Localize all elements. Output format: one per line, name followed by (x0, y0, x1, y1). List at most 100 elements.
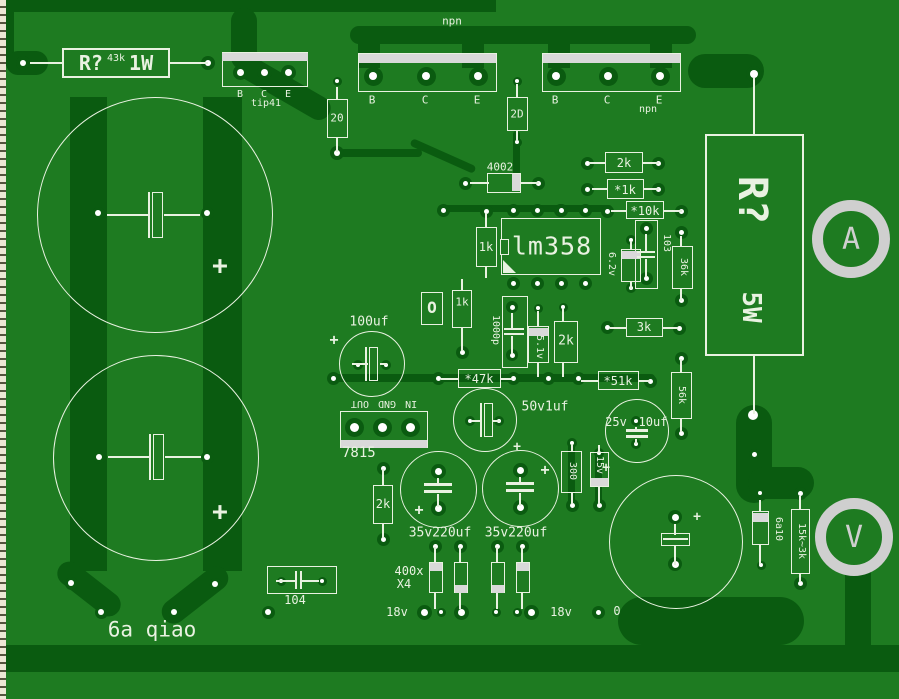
pad[interactable] (400, 417, 420, 437)
pad[interactable] (558, 302, 568, 312)
pad[interactable] (639, 271, 653, 285)
pad[interactable] (626, 235, 636, 245)
cap-big2-outline[interactable] (53, 355, 259, 561)
diode-d4-outline[interactable] (516, 562, 530, 593)
pad[interactable] (453, 539, 467, 553)
pad[interactable] (376, 461, 390, 475)
pad[interactable] (280, 64, 296, 80)
pad[interactable] (453, 604, 469, 620)
pad[interactable] (746, 66, 762, 82)
pad[interactable] (491, 607, 501, 617)
pad[interactable] (512, 607, 522, 617)
pad[interactable] (674, 351, 688, 365)
pad[interactable] (600, 320, 614, 334)
pad[interactable] (546, 66, 566, 86)
pad[interactable] (372, 417, 392, 437)
pad[interactable] (506, 203, 520, 217)
pad[interactable] (376, 532, 390, 546)
pad[interactable] (554, 203, 568, 217)
pad[interactable] (468, 66, 488, 86)
connector-t1-outline[interactable] (222, 52, 308, 87)
voltmeter-terminal[interactable]: V (815, 498, 893, 576)
pad[interactable] (591, 605, 605, 619)
pad[interactable] (643, 374, 657, 388)
resistor-r1-outline[interactable] (62, 48, 170, 78)
pad[interactable] (594, 448, 604, 458)
pad[interactable] (490, 539, 504, 553)
pad[interactable] (793, 576, 807, 590)
pad[interactable] (256, 64, 272, 80)
pad[interactable] (530, 203, 544, 217)
pad[interactable] (554, 276, 568, 290)
pad[interactable] (533, 303, 543, 313)
pad[interactable] (565, 498, 579, 512)
diode-d1-outline[interactable] (429, 562, 443, 593)
pad[interactable] (167, 605, 181, 619)
resistor-r1-label[interactable]: R? 43k 1W (79, 51, 153, 75)
pad[interactable] (672, 321, 686, 335)
cap-50v1uf-outline[interactable] (453, 388, 517, 452)
pad[interactable] (201, 56, 215, 70)
cap-1000p-outline[interactable] (502, 296, 528, 368)
pad[interactable] (650, 66, 670, 86)
cap-25v10uf-outline[interactable] (605, 399, 669, 463)
pad[interactable] (639, 221, 653, 235)
pad[interactable] (512, 137, 522, 147)
pad[interactable] (600, 204, 614, 218)
pad[interactable] (592, 498, 606, 512)
pad[interactable] (94, 605, 108, 619)
pad[interactable] (674, 426, 688, 440)
pad[interactable] (506, 276, 520, 290)
cap-bigright-outline[interactable] (609, 475, 743, 609)
resistor-1k-star-outline[interactable] (607, 179, 644, 199)
pad[interactable] (530, 276, 544, 290)
pad[interactable] (416, 66, 436, 86)
pad[interactable] (506, 349, 518, 361)
pad[interactable] (261, 605, 275, 619)
pad[interactable] (416, 604, 432, 620)
ammeter-terminal[interactable]: A (812, 200, 890, 278)
resistor-2k-mid-outline[interactable] (554, 321, 578, 363)
pad[interactable] (541, 371, 555, 385)
pad[interactable] (578, 276, 592, 290)
pad[interactable] (515, 539, 529, 553)
pad[interactable] (506, 371, 520, 385)
cap-100uf-outline[interactable] (339, 331, 405, 397)
pad[interactable] (436, 607, 446, 617)
pad[interactable] (363, 66, 383, 86)
pad[interactable] (16, 56, 30, 70)
pad[interactable] (755, 488, 765, 498)
pad[interactable] (744, 406, 762, 424)
jumper-link-outline[interactable] (421, 292, 443, 325)
pad[interactable] (793, 486, 807, 500)
resistor-r5w-outline[interactable] (705, 134, 804, 356)
pad[interactable] (580, 182, 594, 196)
pad[interactable] (567, 438, 577, 448)
pad[interactable] (571, 371, 585, 385)
cap-220uf-a-outline[interactable] (400, 451, 477, 528)
connector-t3-outline[interactable] (542, 53, 681, 92)
pad[interactable] (317, 576, 327, 586)
pad[interactable] (330, 146, 344, 160)
cap-220uf-b-outline[interactable] (482, 450, 559, 527)
pad[interactable] (455, 345, 469, 359)
pad[interactable] (749, 449, 759, 459)
pad[interactable] (756, 560, 766, 570)
pad[interactable] (208, 577, 222, 591)
pad[interactable] (436, 203, 450, 217)
pad[interactable] (506, 301, 518, 313)
pad[interactable] (431, 371, 445, 385)
pad[interactable] (232, 64, 248, 80)
pad[interactable] (428, 539, 442, 553)
pad[interactable] (344, 417, 364, 437)
connector-t2-outline[interactable] (358, 53, 497, 92)
pad[interactable] (458, 176, 472, 190)
pad[interactable] (674, 225, 688, 239)
resistor-36k-outline[interactable] (672, 246, 693, 289)
cap-big1-outline[interactable] (37, 97, 273, 333)
pad[interactable] (326, 371, 340, 385)
pad[interactable] (598, 66, 618, 86)
pad[interactable] (580, 156, 594, 170)
pad[interactable] (64, 576, 78, 590)
resistor-2k-top-outline[interactable] (605, 152, 643, 173)
